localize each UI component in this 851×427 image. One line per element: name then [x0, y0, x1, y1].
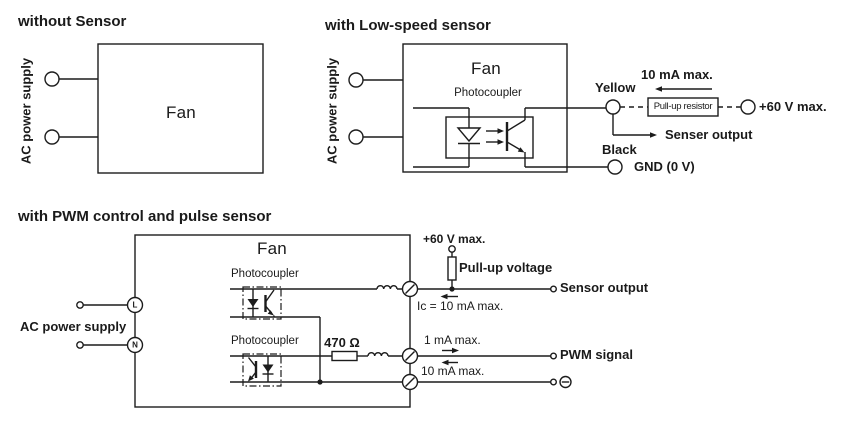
- fan-label: Fan: [257, 239, 287, 258]
- phototransistor-icon: [247, 357, 258, 382]
- fan-label: Fan: [166, 103, 196, 122]
- photocoupler-box: [242, 353, 282, 387]
- gnd-terminal-icon: [607, 159, 623, 175]
- current-arrow-left-icon: [655, 86, 712, 92]
- terminal-n-label: N: [132, 340, 138, 350]
- ac-line-end-icon: [76, 341, 84, 349]
- resistor-470-icon: [331, 350, 358, 362]
- sensor-output-label: Senser output: [665, 127, 753, 142]
- inductor-icon: [367, 352, 389, 357]
- sensor-output-arrow-icon: [612, 114, 657, 138]
- led-icon: [456, 108, 482, 167]
- terminal-l-label: L: [132, 300, 138, 310]
- pwm-signal-end-icon: [550, 352, 558, 360]
- inductor-icon: [376, 285, 398, 290]
- sg-end-icon: [550, 378, 558, 386]
- ac-power-supply-label: AC power supply: [20, 319, 127, 334]
- power-terminal-icon: [348, 129, 364, 145]
- fan-label: Fan: [471, 59, 501, 78]
- photocoupler-box: [445, 116, 534, 159]
- pullup-resistor-label: Pull-up resistor: [653, 101, 713, 112]
- light-arrows-icon: [486, 128, 504, 145]
- resistor-value-label: 470 Ω: [324, 335, 360, 350]
- terminal-l-icon: [126, 296, 144, 314]
- terminal-n-icon: [126, 336, 144, 354]
- max-voltage-label: +60 V max.: [759, 99, 827, 114]
- photocoupler-label: Photocoupler: [454, 87, 522, 99]
- ac-line-end-icon: [76, 301, 84, 309]
- max-current-label: 10 mA max.: [641, 67, 713, 82]
- pwm-signal-label: PWM signal: [560, 347, 633, 362]
- pwm-in-arrow-icon: [442, 347, 459, 354]
- collector-current-label: Ic = 10 mA max.: [417, 299, 504, 313]
- phototransistor-icon: [505, 108, 526, 167]
- yellow-lead-label: Yellow: [595, 80, 636, 95]
- junction-dot: [449, 286, 455, 292]
- led-icon: [247, 289, 259, 317]
- sensor-screw-terminal-icon: [401, 280, 419, 298]
- yellow-lead-terminal-icon: [605, 99, 621, 115]
- black-lead-label: Black: [602, 142, 637, 157]
- led-icon: [262, 356, 274, 382]
- pwm-sink-arrow-icon: [441, 359, 458, 366]
- junction-dot: [317, 379, 323, 385]
- photocoupler-box: [242, 286, 282, 320]
- sensor-output-label: Sensor output: [560, 280, 649, 295]
- pwm-sink-current-label: 10 mA max.: [421, 364, 485, 378]
- sg-screw-terminal-icon: [401, 373, 419, 391]
- low-speed-sensor-diagram: [348, 43, 756, 175]
- sensor-output-end-icon: [550, 285, 558, 293]
- power-terminal-icon: [44, 129, 60, 145]
- photocoupler-label: Photocoupler: [231, 335, 299, 347]
- ac-power-supply-label: AC power supply: [18, 57, 34, 165]
- section-title-pwm: with PWM control and pulse sensor: [18, 208, 272, 225]
- supply-terminal-icon: [740, 99, 756, 115]
- pullup-voltage-label: Pull-up voltage: [459, 260, 553, 275]
- pwm-pulse-diagram: [76, 234, 572, 408]
- pwm-screw-terminal-icon: [401, 347, 419, 365]
- phototransistor-icon: [264, 289, 275, 317]
- pullup-resistor-icon: [447, 256, 457, 281]
- minus-terminal-icon: [559, 375, 572, 389]
- photocoupler-label: Photocoupler: [231, 268, 299, 280]
- power-terminal-icon: [44, 71, 60, 87]
- section-title-low-speed: with Low-speed sensor: [325, 17, 491, 34]
- pwm-in-current-label: 1 mA max.: [424, 333, 481, 347]
- section-title-without-sensor: without Sensor: [18, 13, 127, 30]
- gnd-label: GND (0 V): [634, 159, 695, 174]
- power-terminal-icon: [348, 72, 364, 88]
- without-sensor-diagram: [44, 43, 264, 174]
- fan-box: [97, 43, 264, 174]
- max-voltage-label: +60 V max.: [423, 232, 486, 246]
- fan-box: [134, 234, 411, 408]
- ac-power-supply-label: AC power supply: [324, 57, 340, 165]
- collector-current-arrow-icon: [440, 293, 458, 300]
